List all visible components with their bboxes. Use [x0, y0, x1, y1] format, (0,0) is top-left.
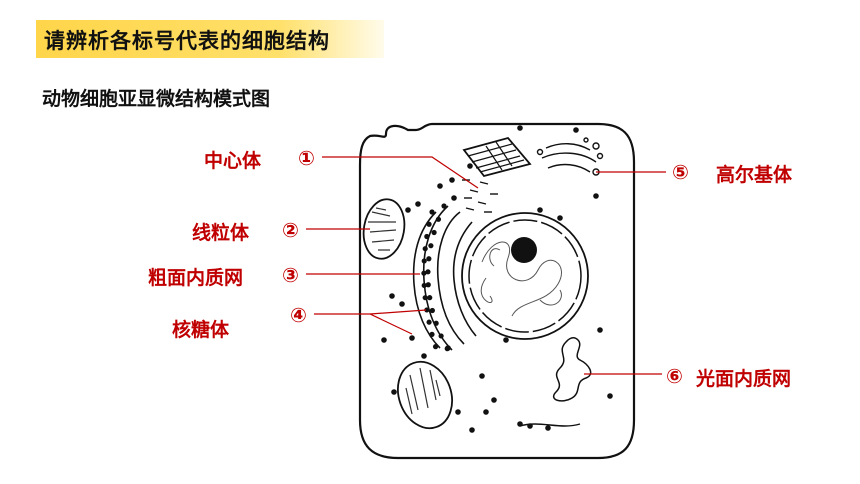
ribosome-dot	[389, 293, 395, 299]
ribosome-dot	[405, 207, 411, 213]
label-smooth-er: 光面内质网	[696, 368, 792, 390]
ribosome-dot	[469, 427, 475, 433]
nucleolus	[511, 237, 537, 263]
rer-ribosome-dot	[425, 282, 431, 288]
rer-ribosome-dot	[429, 307, 435, 314]
ribosome-dot	[409, 335, 415, 341]
ribosome-dot	[537, 207, 543, 213]
ribosome-dot	[573, 127, 579, 133]
cell-membrane	[358, 122, 636, 460]
ribosome-dot	[483, 409, 489, 415]
smooth-er	[552, 337, 592, 402]
label-rough-er: 粗面内质网	[148, 267, 244, 289]
rer-ribosome-dot	[441, 203, 447, 209]
rer-ribosome-dot	[435, 216, 442, 222]
marker-3: ③	[282, 263, 299, 287]
rer-ribosome-dot	[432, 344, 439, 350]
leader-lines	[306, 156, 666, 375]
rer-ribosome-dot	[422, 246, 428, 252]
ribosome-dot	[437, 183, 443, 189]
ribosome-dot	[455, 409, 461, 415]
ribosome-dot	[451, 195, 457, 201]
rer-ribosome-dot	[422, 295, 428, 301]
label-golgi: 高尔基体	[716, 164, 793, 186]
ribosome-dot	[399, 301, 405, 307]
rer-ribosome-dot	[429, 209, 435, 215]
rer-ribosome-dot	[429, 331, 435, 337]
label-ribosome: 核糖体	[172, 319, 230, 341]
leader-line-1	[322, 156, 479, 189]
nucleus	[461, 212, 589, 340]
marker-2: ②	[282, 218, 299, 242]
rer-ribosome-dot	[438, 333, 444, 339]
ribosome-dot	[557, 215, 563, 221]
rer-ribosome-dot	[431, 229, 437, 236]
ribosome-dot	[491, 397, 497, 403]
rough-er	[412, 205, 477, 351]
ribosome-dot	[517, 421, 523, 427]
rer-ribosome-dot	[427, 295, 433, 301]
mitochondrion-2	[397, 360, 453, 430]
marker-6: ⑥	[666, 364, 683, 388]
ribosome-dot	[445, 345, 451, 351]
centriole	[462, 136, 532, 178]
golgi-apparatus	[536, 137, 604, 176]
rer-ribosome-dot	[426, 256, 432, 262]
ribosome-dot	[527, 423, 533, 429]
ribosome-dot	[415, 201, 421, 207]
rer-ribosome-dot	[426, 221, 432, 227]
rer-ribosome-dot	[425, 269, 431, 275]
ribosome-dot	[593, 193, 599, 199]
diagram-subtitle: 动物细胞亚显微结构模式图	[42, 88, 271, 110]
rer-ribosome-dot	[421, 258, 427, 264]
marker-5: ⑤	[672, 160, 689, 184]
marker-4: ④	[290, 303, 307, 327]
free-ribosomes	[381, 125, 613, 433]
ribosome-dot	[449, 177, 455, 183]
mitochondrion-1	[362, 198, 406, 260]
ribosome-dot	[517, 125, 523, 131]
ribosome-dot	[607, 393, 613, 399]
rer-ribosome-dot	[426, 319, 432, 325]
leader-line-4	[314, 313, 413, 335]
rer-ribosome-dot	[433, 320, 439, 326]
ribosome-dot	[479, 373, 485, 379]
leader-line-4b	[369, 309, 427, 315]
marker-1: ①	[298, 146, 315, 170]
ribosome-dot	[545, 425, 551, 431]
label-mitochondrion: 线粒体	[192, 222, 250, 244]
label-centrosome: 中心体	[204, 150, 262, 172]
tubule	[519, 423, 581, 427]
centriole-vesicles	[462, 179, 498, 213]
ribosome-dot	[597, 327, 603, 333]
ribosome-dot	[421, 353, 427, 359]
ribosome-dot	[381, 337, 387, 343]
ribosome-dot	[503, 337, 509, 343]
rer-ribosome-dot	[424, 307, 430, 313]
ribosome-dot	[467, 163, 473, 169]
ribosome-dot	[391, 389, 397, 395]
rer-ribosome-dot	[428, 243, 434, 249]
rer-ribosome-dot	[424, 233, 430, 240]
title-banner	[36, 20, 384, 58]
rer-ribosome-dot	[421, 270, 427, 276]
rer-ribosome-dot	[421, 282, 427, 289]
title-text: 请辨析各标号代表的细胞结构	[44, 29, 330, 53]
